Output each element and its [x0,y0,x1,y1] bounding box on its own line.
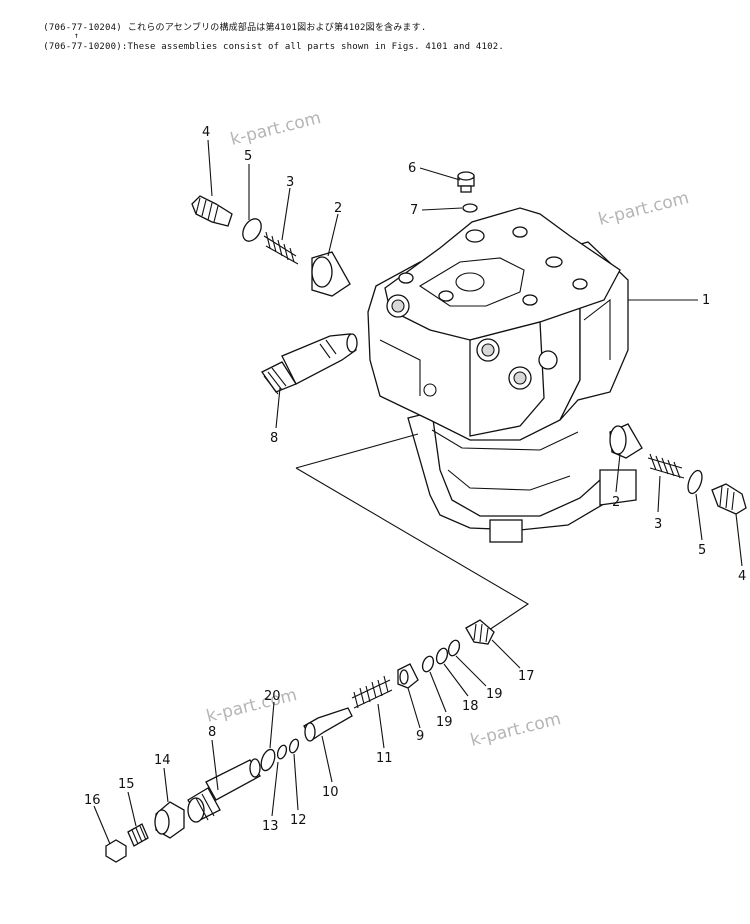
header-line-2: (706-77-10200):These assemblies consist … [32,32,504,52]
callout-8: 8 [270,431,278,446]
plug-part-4-right [711,483,747,515]
o-ring-part-13 [276,744,288,760]
leader-lines [93,139,743,845]
callout-1: 1 [702,293,710,308]
plug-part-4-left [191,195,233,227]
header-line-1: (706-77-10204) これらのアセンブリの構成部品は第4101図および第4… [32,10,426,33]
watermark: k-part.com [596,188,691,230]
spring-part-3-left [263,231,299,265]
callout-3: 3 [286,175,294,190]
callout-17: 17 [518,669,535,684]
header-bracket: ↑ [74,31,80,40]
watermark: k-part.com [204,685,299,727]
o-ring-part-5-left [242,218,262,242]
piston-part-2-right [609,423,643,459]
callout-16: 16 [84,793,101,808]
header-code-1: (706-77-10204) [43,23,122,33]
callout-20: 20 [264,689,281,704]
cartridge-part-8-lower [187,758,261,823]
callout-15: 15 [118,777,135,792]
header-english-text: :These assemblies consist of all parts s… [121,42,504,52]
callout-19: 19 [436,715,453,730]
callout-numbers: 1 2 2 3 3 4 4 5 5 6 7 8 8 9 10 11 12 13 … [84,125,746,834]
callout-8: 8 [208,725,216,740]
spring-part-3-right [647,453,685,479]
callout-11: 11 [376,751,393,766]
watermark: k-part.com [228,108,323,150]
callout-10: 10 [322,785,339,800]
spring-part-11 [351,675,393,709]
o-ring-part-19-a [447,639,461,657]
callout-18: 18 [462,699,479,714]
callout-5: 5 [698,543,706,558]
o-ring-part-7 [462,203,478,213]
watermark: k-part.com [468,709,563,751]
callout-7: 7 [410,203,418,218]
callout-12: 12 [290,813,307,828]
nut-part-16 [105,839,127,863]
cartridge-part-8-upper [261,333,358,395]
callout-3: 3 [654,517,662,532]
callout-9: 9 [416,729,424,744]
nut-part-14 [154,801,185,839]
o-ring-part-20 [260,748,276,772]
valve-housing-part-1 [367,207,637,543]
o-ring-part-19-b [421,655,435,673]
plug-part-17 [465,619,495,645]
piston-part-10 [303,707,353,742]
callout-4: 4 [202,125,210,140]
callout-2: 2 [334,201,342,216]
callout-4: 4 [738,569,746,584]
header-code-2: (706-77-10200) [43,42,122,52]
screw-part-15 [127,823,149,847]
header-japanese-text: これらのアセンブリの構成部品は第4101図および第4102図を含みます. [127,23,427,33]
callout-5: 5 [244,149,252,164]
piston-part-2-left [311,251,351,297]
callout-14: 14 [154,753,171,768]
backup-ring-part-12 [288,738,300,754]
callout-2: 2 [612,495,620,510]
assembly-connection-line [295,433,530,633]
poppet-part-9 [397,663,419,689]
o-ring-part-5-right [687,469,703,495]
backup-ring-part-18 [435,647,449,665]
callout-6: 6 [408,161,416,176]
callout-19: 19 [486,687,503,702]
callout-13: 13 [262,819,279,834]
plug-part-6 [457,171,475,193]
